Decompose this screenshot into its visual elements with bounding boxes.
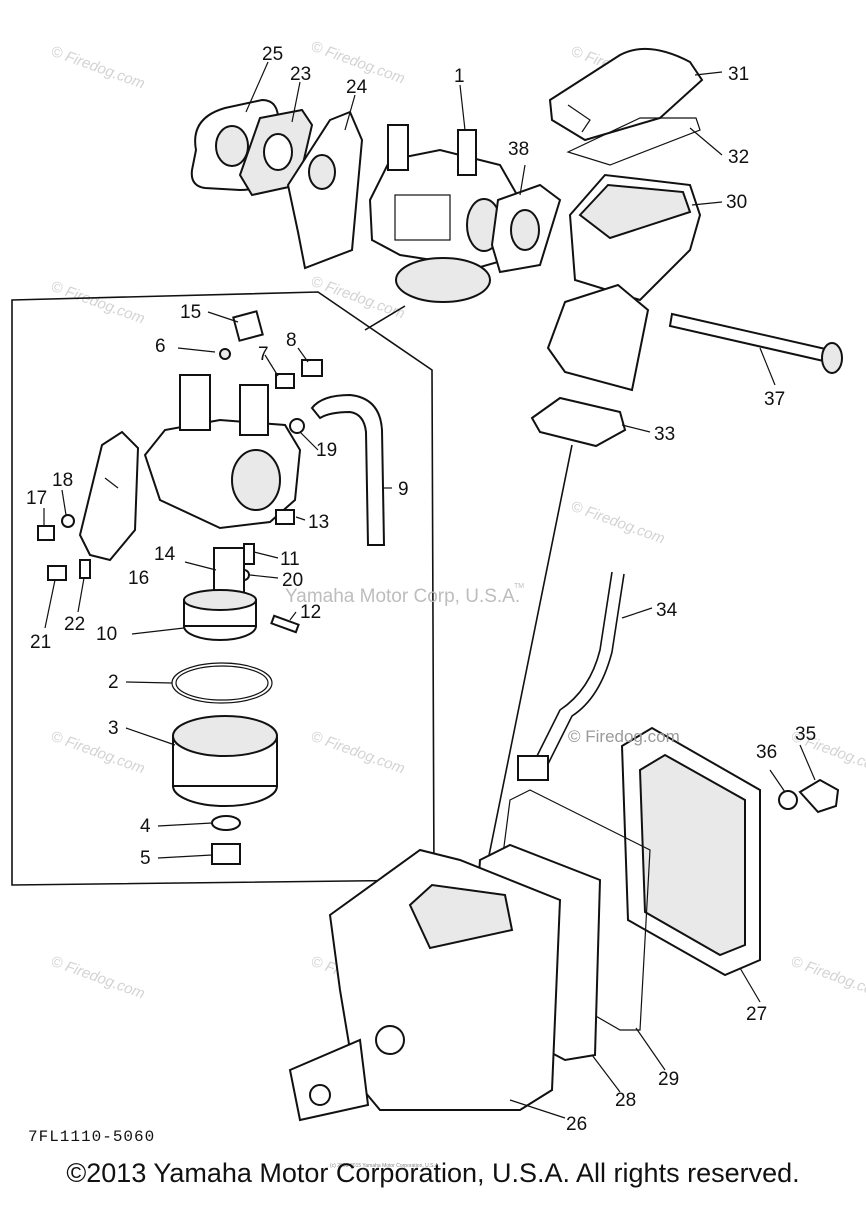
bolt-37 [668, 312, 843, 374]
callout-6: 6 [155, 336, 166, 357]
watermark: © Firedog.com [309, 273, 407, 323]
silencer-30 [546, 173, 702, 392]
center-mark: Yamaha Motor Corp, U.S.A. [285, 586, 520, 607]
tank-cover-27 [620, 726, 761, 977]
callout-34: 34 [656, 600, 678, 621]
callout-38: 38 [508, 139, 529, 160]
leader-lines [43, 61, 816, 1119]
callout-25: 25 [262, 44, 283, 65]
watermark: © Firedog.com [789, 953, 866, 1003]
callout-14: 14 [154, 544, 176, 565]
callout-26: 26 [566, 1114, 587, 1135]
callout-1: 1 [454, 66, 465, 87]
callout-33: 33 [654, 424, 675, 445]
float-10 [183, 589, 257, 641]
carburetor-assembly [368, 124, 522, 303]
watermark: © Firedog.com [309, 728, 407, 778]
needle-11 [243, 543, 255, 565]
callout-11: 11 [280, 549, 300, 570]
callout-2: 2 [108, 672, 119, 693]
seal-33 [530, 396, 627, 448]
callout-3: 3 [108, 718, 119, 739]
callout-5: 5 [140, 848, 151, 869]
callout-24: 24 [346, 77, 368, 98]
leader-line [479, 444, 573, 901]
callout-20: 20 [282, 570, 303, 591]
drain-screw-5 [211, 843, 241, 865]
center-mark-tm: TM [514, 583, 524, 590]
washer-36 [778, 790, 798, 810]
pipe-34 [534, 571, 613, 761]
callout-27: 27 [746, 1004, 767, 1025]
gasket-4 [211, 815, 241, 831]
callout-19: 19 [316, 440, 337, 461]
screw-17 [37, 525, 55, 541]
bracket-16 [78, 430, 140, 562]
oring-2 [171, 662, 273, 704]
watermark: © Firedog.com [49, 43, 147, 93]
screw-13 [275, 509, 295, 525]
leader-line [364, 305, 406, 331]
cap-15 [232, 310, 264, 342]
callout-8: 8 [286, 330, 297, 351]
part-number: 7FL1110-5060 [28, 1128, 156, 1146]
float-chamber-3 [172, 715, 278, 807]
tiny-copyright: (c) 2009-2015 Yamaha Motor Corporation, … [330, 1163, 440, 1169]
watermark: © Firedog.com [49, 953, 147, 1003]
firedog-mark: © Firedog.com [568, 727, 680, 746]
callout-32: 32 [728, 147, 749, 168]
ring-19 [289, 418, 305, 434]
gasket-38 [490, 183, 562, 274]
callout-22: 22 [64, 614, 85, 635]
callout-16: 16 [128, 568, 149, 589]
pin-12 [270, 614, 300, 634]
callout-37: 37 [764, 389, 785, 410]
callout-10: 10 [96, 624, 117, 645]
gasket-24 [286, 110, 364, 270]
screw-8 [301, 359, 323, 377]
bolt-35 [798, 778, 840, 814]
callout-30: 30 [726, 192, 747, 213]
callout-12: 12 [300, 602, 321, 623]
screw-21 [47, 565, 67, 581]
watermark: © Firedog.com [569, 498, 667, 548]
callout-9: 9 [398, 479, 409, 500]
silencer-cap-31 [548, 47, 704, 142]
gasket-23 [238, 108, 314, 197]
copyright-footer: ©2013 Yamaha Motor Corporation, U.S.A. A… [66, 1158, 800, 1188]
fuel-tank-26 [288, 848, 562, 1122]
pipe-34-edge [547, 573, 625, 765]
callout-31: 31 [728, 64, 749, 85]
callout-18: 18 [52, 470, 73, 491]
callout-labels: 25 23 24 1 38 31 32 30 37 33 34 35 36 27… [26, 44, 816, 1135]
hose-end [517, 755, 549, 781]
oring-2-inner [175, 665, 269, 701]
exploded-view-box [11, 291, 435, 886]
callout-28: 28 [615, 1090, 636, 1111]
callout-21: 21 [30, 632, 51, 653]
callout-35: 35 [795, 724, 816, 745]
callout-15: 15 [180, 302, 201, 323]
callout-17: 17 [26, 488, 47, 509]
nozzle-14 [213, 547, 245, 595]
callout-23: 23 [290, 64, 311, 85]
washer-18 [61, 514, 75, 528]
gasket-32 [566, 117, 701, 166]
watermark: © Firedog.com [49, 728, 147, 778]
callout-7: 7 [258, 344, 269, 365]
callout-4: 4 [140, 816, 151, 837]
callout-29: 29 [658, 1069, 679, 1090]
carburetor-body [143, 348, 302, 530]
screw-7 [275, 373, 295, 389]
callout-13: 13 [308, 512, 329, 533]
callout-36: 36 [756, 742, 777, 763]
spring-22 [79, 559, 91, 579]
hose-9 [310, 393, 386, 546]
watermark: © Firedog.com [49, 278, 147, 328]
